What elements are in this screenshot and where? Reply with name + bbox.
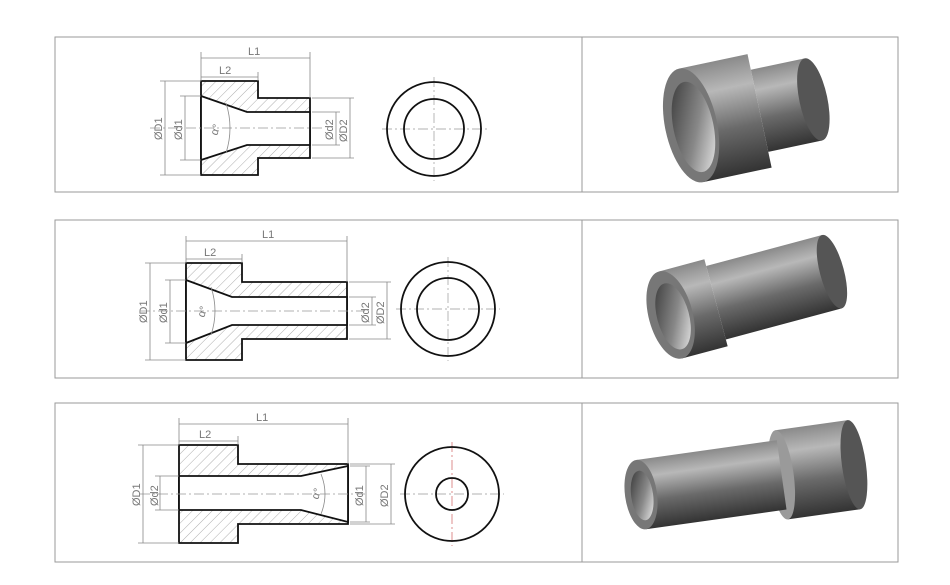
table-frame [54, 36, 899, 563]
dim-L1: L1 [248, 46, 260, 58]
dim-D1: ØD1 [138, 300, 150, 323]
dim-d1: Ød1 [354, 485, 366, 506]
dim-L1: L1 [262, 229, 274, 241]
dim-D2: ØD2 [379, 484, 391, 507]
dim-L1: L1 [256, 412, 268, 424]
end-view-1 [382, 77, 488, 181]
render-3d-3 [624, 420, 868, 530]
dim-d1: Ød1 [158, 302, 170, 323]
section-view-1: L1 L2 ØD1 Ød1 Ød2 ØD2 α° [150, 46, 354, 176]
dim-d2: Ød2 [149, 485, 161, 506]
dim-alpha: α° [310, 487, 325, 501]
dim-D2: ØD2 [338, 119, 350, 142]
render-3d-2 [646, 234, 848, 359]
dim-D1: ØD1 [153, 117, 165, 140]
dim-d2: Ød2 [360, 302, 372, 323]
dim-D2: ØD2 [375, 301, 387, 324]
dim-L2: L2 [199, 429, 211, 441]
dim-d2: Ød2 [324, 119, 336, 140]
dim-D1: ØD1 [131, 483, 143, 506]
dim-L2: L2 [204, 247, 216, 259]
dim-L2: L2 [219, 65, 231, 77]
end-view-2 [396, 257, 500, 361]
section-view-3: L1 L2 ØD1 Ød2 Ød1 ØD2 α° [131, 412, 395, 544]
dim-alpha: α° [196, 305, 211, 319]
dim-alpha: α° [209, 123, 224, 137]
end-view-3 [400, 442, 504, 546]
dim-d1: Ød1 [173, 119, 185, 140]
section-view-2: L1 L2 ØD1 Ød1 Ød2 ØD2 α° [138, 229, 391, 361]
render-3d-1 [662, 54, 830, 183]
